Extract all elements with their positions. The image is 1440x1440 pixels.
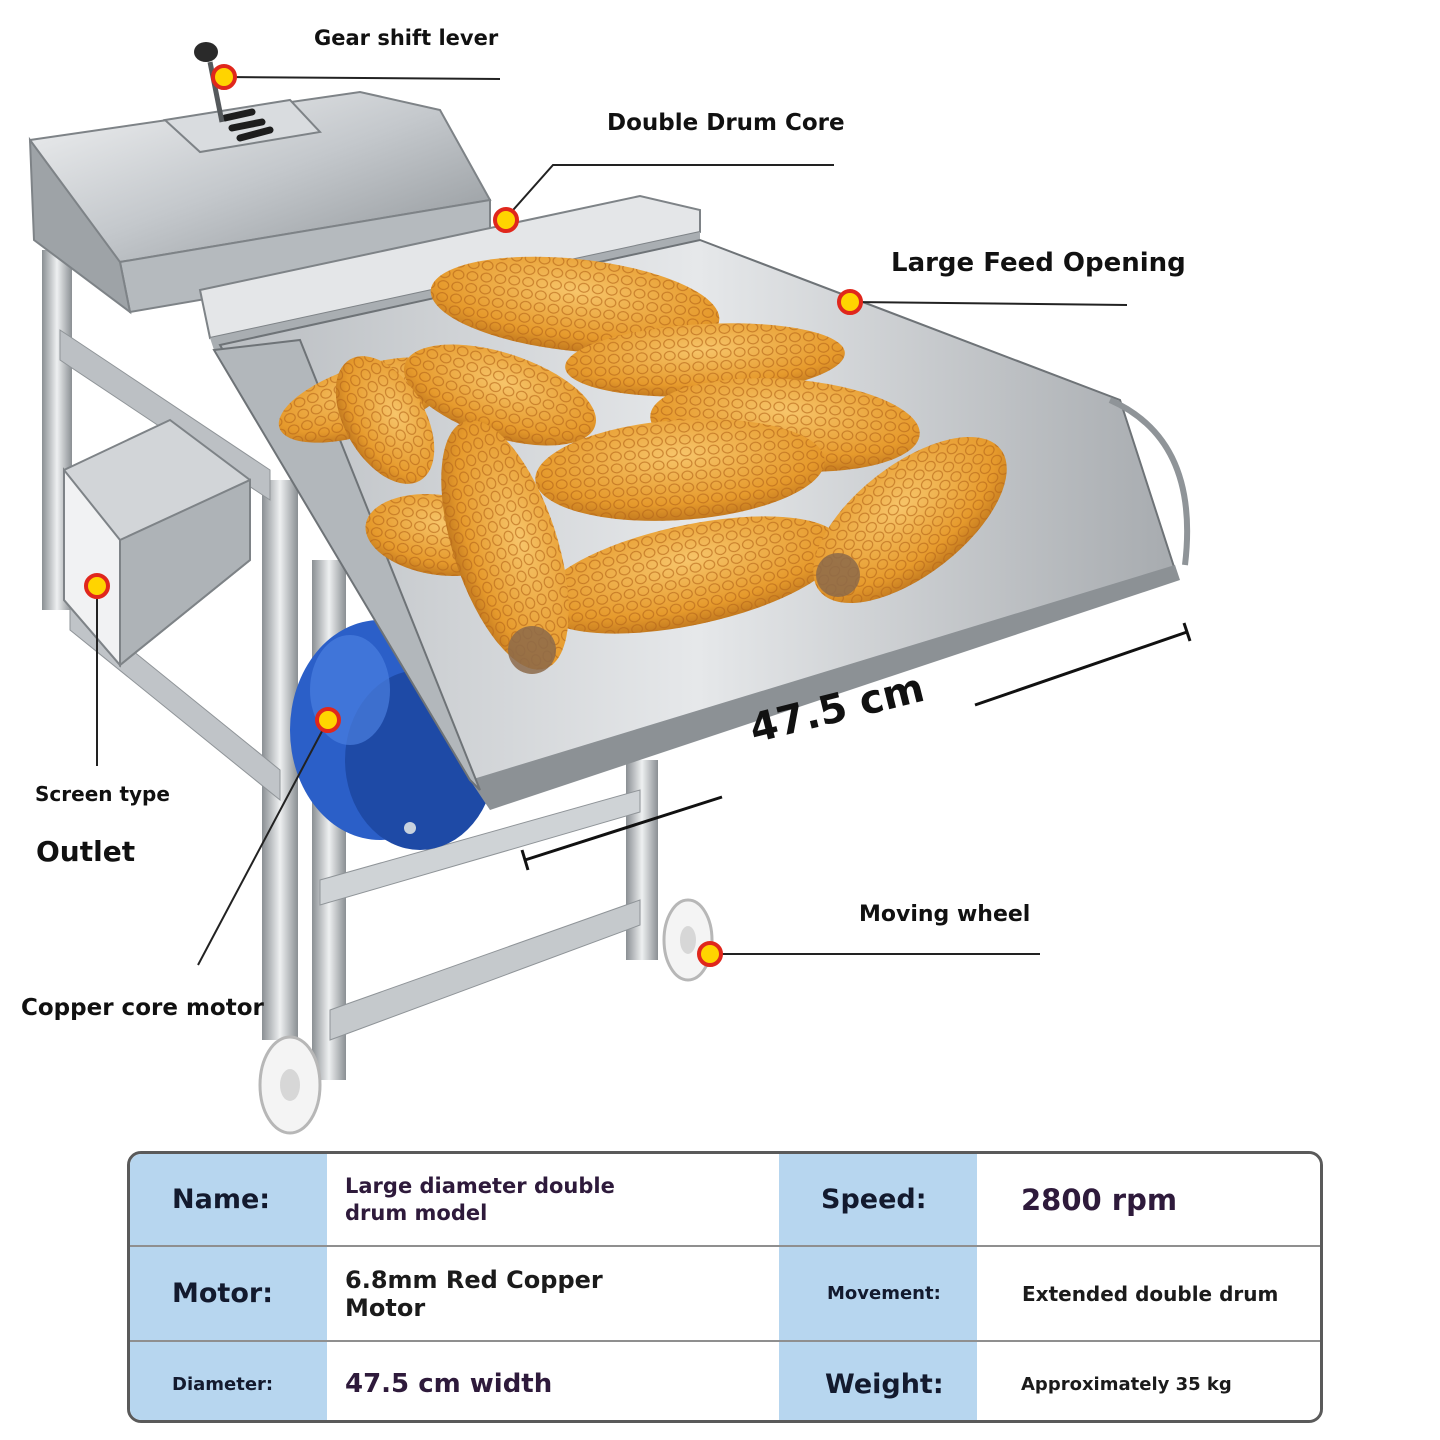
callout-gear-shift-lever: Gear shift lever — [314, 26, 499, 50]
spec-table: Name: Large diameter double drum model S… — [127, 1151, 1323, 1423]
callout-moving-wheel: Moving wheel — [859, 902, 1031, 927]
marker-moving-wheel — [697, 941, 723, 967]
spec-value-name-line2: drum model — [345, 1200, 488, 1225]
callout-double-drum-core: Double Drum Core — [607, 110, 845, 136]
callout-large-feed-opening: Large Feed Opening — [891, 248, 1186, 278]
spec-label-motor: Motor: — [130, 1247, 327, 1342]
marker-screen-outlet — [84, 573, 110, 599]
spec-value-motor-line2: Motor — [345, 1293, 426, 1322]
marker-double-drum — [493, 207, 519, 233]
spec-value-motor-line1: 6.8mm Red Copper — [345, 1265, 603, 1294]
callout-leader-lines — [96, 76, 1128, 966]
marker-motor — [315, 707, 341, 733]
spec-label-speed: Speed: — [779, 1154, 977, 1247]
spec-label-diameter: Diameter: — [130, 1342, 327, 1420]
screen-outlet — [63, 418, 251, 668]
spec-value-name: Large diameter double drum model — [327, 1154, 779, 1247]
machine-frame — [42, 250, 658, 1080]
callout-screen-type: Screen type — [35, 782, 170, 806]
spec-value-movement: Extended double drum — [977, 1247, 1320, 1342]
spec-value-diameter: 47.5 cm width — [327, 1342, 779, 1420]
spec-label-name: Name: — [130, 1154, 327, 1247]
callout-markers — [84, 64, 863, 967]
gear-shift-lever — [162, 42, 323, 154]
callout-copper-core-motor: Copper core motor — [21, 995, 264, 1021]
spec-label-weight: Weight: — [779, 1342, 977, 1420]
marker-gear-shift — [211, 64, 237, 90]
spec-value-name-line1: Large diameter double — [345, 1173, 615, 1198]
spec-value-weight: Approximately 35 kg — [977, 1342, 1320, 1420]
marker-feed-opening — [837, 289, 863, 315]
spec-value-speed: 2800 rpm — [977, 1154, 1320, 1247]
spec-value-motor: 6.8mm Red Copper Motor — [327, 1247, 779, 1342]
corn-cobs — [278, 256, 1007, 674]
spec-label-movement: Movement: — [779, 1247, 977, 1342]
width-dimension-line — [520, 622, 1192, 871]
callout-outlet: Outlet — [36, 835, 136, 868]
machine-illustration — [28, 42, 1192, 1135]
